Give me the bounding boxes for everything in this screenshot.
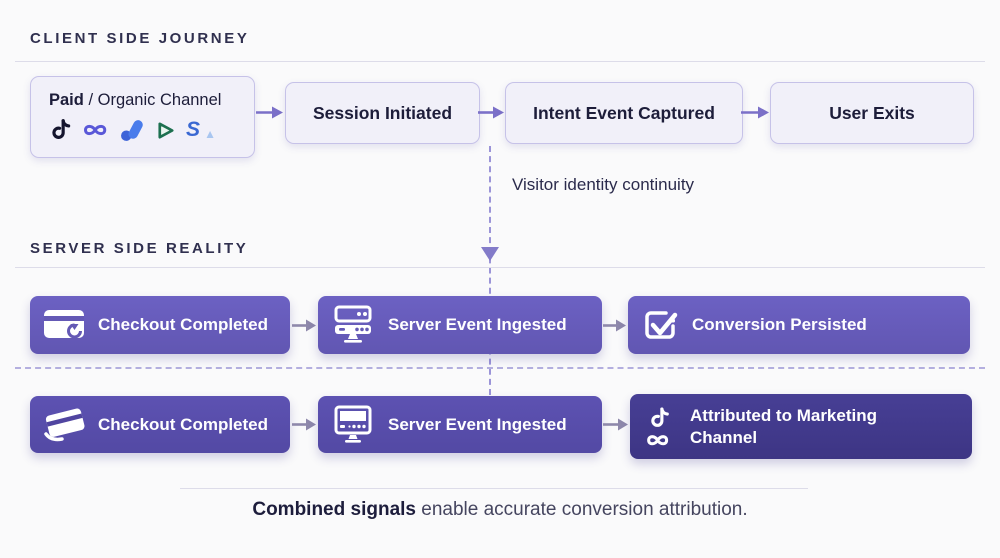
connector-arrowhead-icon	[481, 247, 499, 261]
server-side-heading: SERVER SIDE REALITY	[30, 240, 249, 257]
client-section-divider	[15, 61, 985, 62]
tiktok-meta-icon	[643, 405, 677, 449]
client-arrow-3-icon	[741, 106, 769, 119]
channel-icons: S▲	[49, 117, 216, 144]
conversion-persisted-box: Conversion Persisted	[628, 296, 970, 354]
credit-card-icon	[43, 308, 85, 342]
user-exits-box: User Exits	[770, 82, 974, 144]
checkout-completed-box-top: Checkout Completed	[30, 296, 290, 354]
client-arrow-1-icon	[256, 106, 283, 119]
server-arrow-1-icon	[292, 319, 316, 332]
card-swipe-icon	[43, 406, 85, 443]
identity-continuity-note: Visitor identity continuity	[512, 175, 695, 194]
server-arrow-3-icon	[292, 418, 316, 431]
client-arrow-2-icon	[478, 106, 504, 119]
caption: Combined signals enable accurate convers…	[252, 499, 748, 520]
server-event-ingested-box-top: Server Event Ingested	[318, 296, 602, 354]
session-initiated-box: Session Initiated	[285, 82, 480, 144]
channel-box: Paid / Organic Channel	[30, 76, 255, 158]
server-event-ingested-box-bottom: Server Event Ingested	[318, 396, 602, 453]
google-ads-icon	[120, 119, 145, 142]
s-analytics-icon: S▲	[186, 118, 216, 141]
server-icon	[331, 305, 375, 345]
attributed-to-marketing-channel-box: Attributed to Marketing Channel	[630, 394, 972, 459]
client-side-heading: CLIENT SIDE JOURNEY	[30, 30, 250, 47]
play-icon	[155, 120, 176, 141]
monitor-icon	[331, 405, 375, 445]
server-arrow-2-icon	[603, 319, 626, 332]
meta-icon	[82, 122, 110, 138]
server-section-divider	[15, 267, 985, 268]
identity-connector-line	[489, 146, 491, 395]
intent-event-captured-box: Intent Event Captured	[505, 82, 743, 144]
channel-box-label: Paid / Organic Channel	[49, 90, 222, 109]
server-arrow-4-icon	[603, 418, 628, 431]
checkbox-check-icon	[641, 306, 679, 344]
caption-divider	[180, 488, 808, 489]
checkout-completed-box-bottom: Checkout Completed	[30, 396, 290, 453]
server-rows-dashed-divider	[15, 367, 985, 369]
tiktok-icon	[49, 118, 72, 143]
